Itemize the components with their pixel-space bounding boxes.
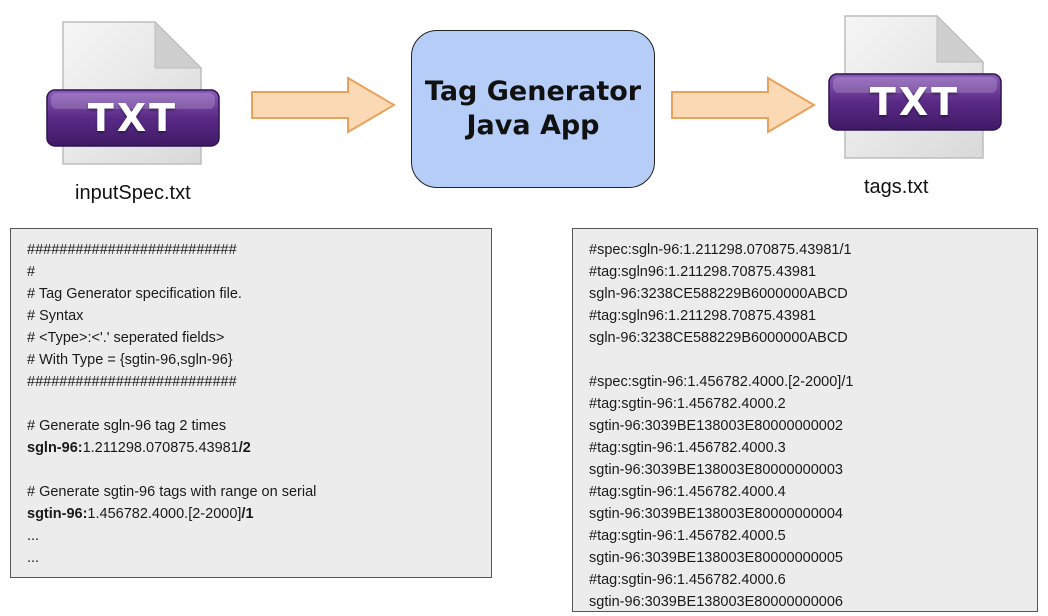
text-line: # Generate sgln-96 tag 2 times <box>27 415 475 437</box>
text-line: #tag:sgtin-96:1.456782.4000.6 <box>589 569 1021 591</box>
keyword-suffix: /1 <box>241 506 254 522</box>
line-text: # Syntax <box>27 308 84 324</box>
text-line: ... <box>27 547 475 569</box>
blank-line <box>589 349 1021 371</box>
line-text: sgtin-96:3039BE138003E80000000004 <box>589 506 843 522</box>
line-text: sgtin-96:3039BE138003E80000000006 <box>589 594 843 610</box>
text-line: #tag:sgtin-96:1.456782.4000.5 <box>589 525 1021 547</box>
text-line: sgtin-96:3039BE138003E80000000002 <box>589 415 1021 437</box>
line-text: # <box>27 264 36 280</box>
text-line: sgtin-96:3039BE138003E80000000005 <box>589 547 1021 569</box>
text-line: #tag:sgtin-96:1.456782.4000.2 <box>589 393 1021 415</box>
text-line: #tag:sgtin-96:1.456782.4000.4 <box>589 481 1021 503</box>
output-file-badge: TXT <box>869 80 961 124</box>
text-line: sgln-96:1.211298.070875.43981/2 <box>27 437 475 459</box>
text-line: # <box>27 261 475 283</box>
line-text: 1.211298.070875.43981 <box>82 440 239 456</box>
text-line: # Tag Generator specification file. <box>27 283 475 305</box>
line-text: # <Type>:<'.' seperated fields> <box>27 330 225 346</box>
text-line: sgln-96:3238CE588229B6000000ABCD <box>589 283 1021 305</box>
app-title-line2: Java App <box>466 110 600 141</box>
output-tags-panel: #spec:sgln-96:1.211298.070875.43981/1 #ta… <box>572 228 1038 612</box>
keyword-prefix: sgtin-96: <box>27 506 88 522</box>
input-file-caption: inputSpec.txt <box>75 182 191 204</box>
line-text: #spec:sgtin-96:1.456782.4000.[2-2000]/1 <box>589 374 854 390</box>
txt-document-icon <box>46 20 220 165</box>
line-text: sgln-96:3238CE588229B6000000ABCD <box>589 286 848 302</box>
input-file-icon: TXT <box>43 14 223 174</box>
line-text: #spec:sgln-96:1.211298.070875.43981/1 <box>589 242 852 258</box>
text-line: sgtin-96:3039BE138003E80000000006 <box>589 591 1021 611</box>
output-file-caption: tags.txt <box>864 176 929 198</box>
tag-generator-app-box: Tag Generator Java App <box>411 30 655 188</box>
line-text: ########################## <box>27 374 237 390</box>
text-line: ... <box>27 525 475 547</box>
line-text: #tag:sgtin-96:1.456782.4000.3 <box>589 440 786 456</box>
line-text: ... <box>27 550 40 566</box>
line-text: sgtin-96:3039BE138003E80000000003 <box>589 462 843 478</box>
line-text: sgln-96:3238CE588229B6000000ABCD <box>589 330 848 346</box>
line-text: #tag:sgln96:1.211298.70875.43981 <box>589 264 817 280</box>
line-text: #tag:sgtin-96:1.456782.4000.5 <box>589 528 786 544</box>
txt-document-icon <box>828 14 1002 159</box>
line-text: #tag:sgtin-96:1.456782.4000.2 <box>589 396 786 412</box>
line-text: # Generate sgln-96 tag 2 times <box>27 418 227 434</box>
line-text: #tag:sgtin-96:1.456782.4000.6 <box>589 572 786 588</box>
line-text: ... <box>27 528 40 544</box>
text-line: sgln-96:3238CE588229B6000000ABCD <box>589 327 1021 349</box>
output-file-icon: TXT <box>825 8 1005 168</box>
keyword-suffix: /2 <box>238 440 251 456</box>
blank-line <box>27 459 475 481</box>
line-text: # Generate sgtin-96 tags with range on s… <box>27 484 317 500</box>
input-file-badge: TXT <box>87 96 179 140</box>
text-line: #tag:sgln96:1.211298.70875.43981 <box>589 305 1021 327</box>
text-line: # Generate sgtin-96 tags with range on s… <box>27 481 475 503</box>
app-title-line1: Tag Generator <box>424 76 642 107</box>
text-line: #spec:sgtin-96:1.456782.4000.[2-2000]/1 <box>589 371 1021 393</box>
line-text: # Tag Generator specification file. <box>27 286 242 302</box>
line-text: ########################## <box>27 242 237 258</box>
line-text: # With Type = {sgtin-96,sgln-96} <box>27 352 233 368</box>
text-line: sgtin-96:3039BE138003E80000000004 <box>589 503 1021 525</box>
text-line: ########################## <box>27 239 475 261</box>
line-text: #tag:sgln96:1.211298.70875.43981 <box>589 308 817 324</box>
line-text: sgtin-96:3039BE138003E80000000005 <box>589 550 843 566</box>
line-text: 1.456782.4000.[2-2000] <box>87 506 242 522</box>
line-text: #tag:sgtin-96:1.456782.4000.4 <box>589 484 786 500</box>
text-line: #tag:sgln96:1.211298.70875.43981 <box>589 261 1021 283</box>
text-line: # Syntax <box>27 305 475 327</box>
arrow-right-icon <box>671 76 816 134</box>
arrow-right-icon <box>251 76 396 134</box>
line-text: sgtin-96:3039BE138003E80000000002 <box>589 418 843 434</box>
text-line: ########################## <box>27 371 475 393</box>
text-line: # With Type = {sgtin-96,sgln-96} <box>27 349 475 371</box>
text-line: # <Type>:<'.' seperated fields> <box>27 327 475 349</box>
text-line: #tag:sgtin-96:1.456782.4000.3 <box>589 437 1021 459</box>
text-line: #spec:sgln-96:1.211298.070875.43981/1 <box>589 239 1021 261</box>
text-line: sgtin-96:1.456782.4000.[2-2000]/1 <box>27 503 475 525</box>
keyword-prefix: sgln-96: <box>27 440 83 456</box>
text-line: sgtin-96:3039BE138003E80000000003 <box>589 459 1021 481</box>
input-spec-panel: ############################ Tag Generat… <box>10 228 492 578</box>
blank-line <box>27 393 475 415</box>
